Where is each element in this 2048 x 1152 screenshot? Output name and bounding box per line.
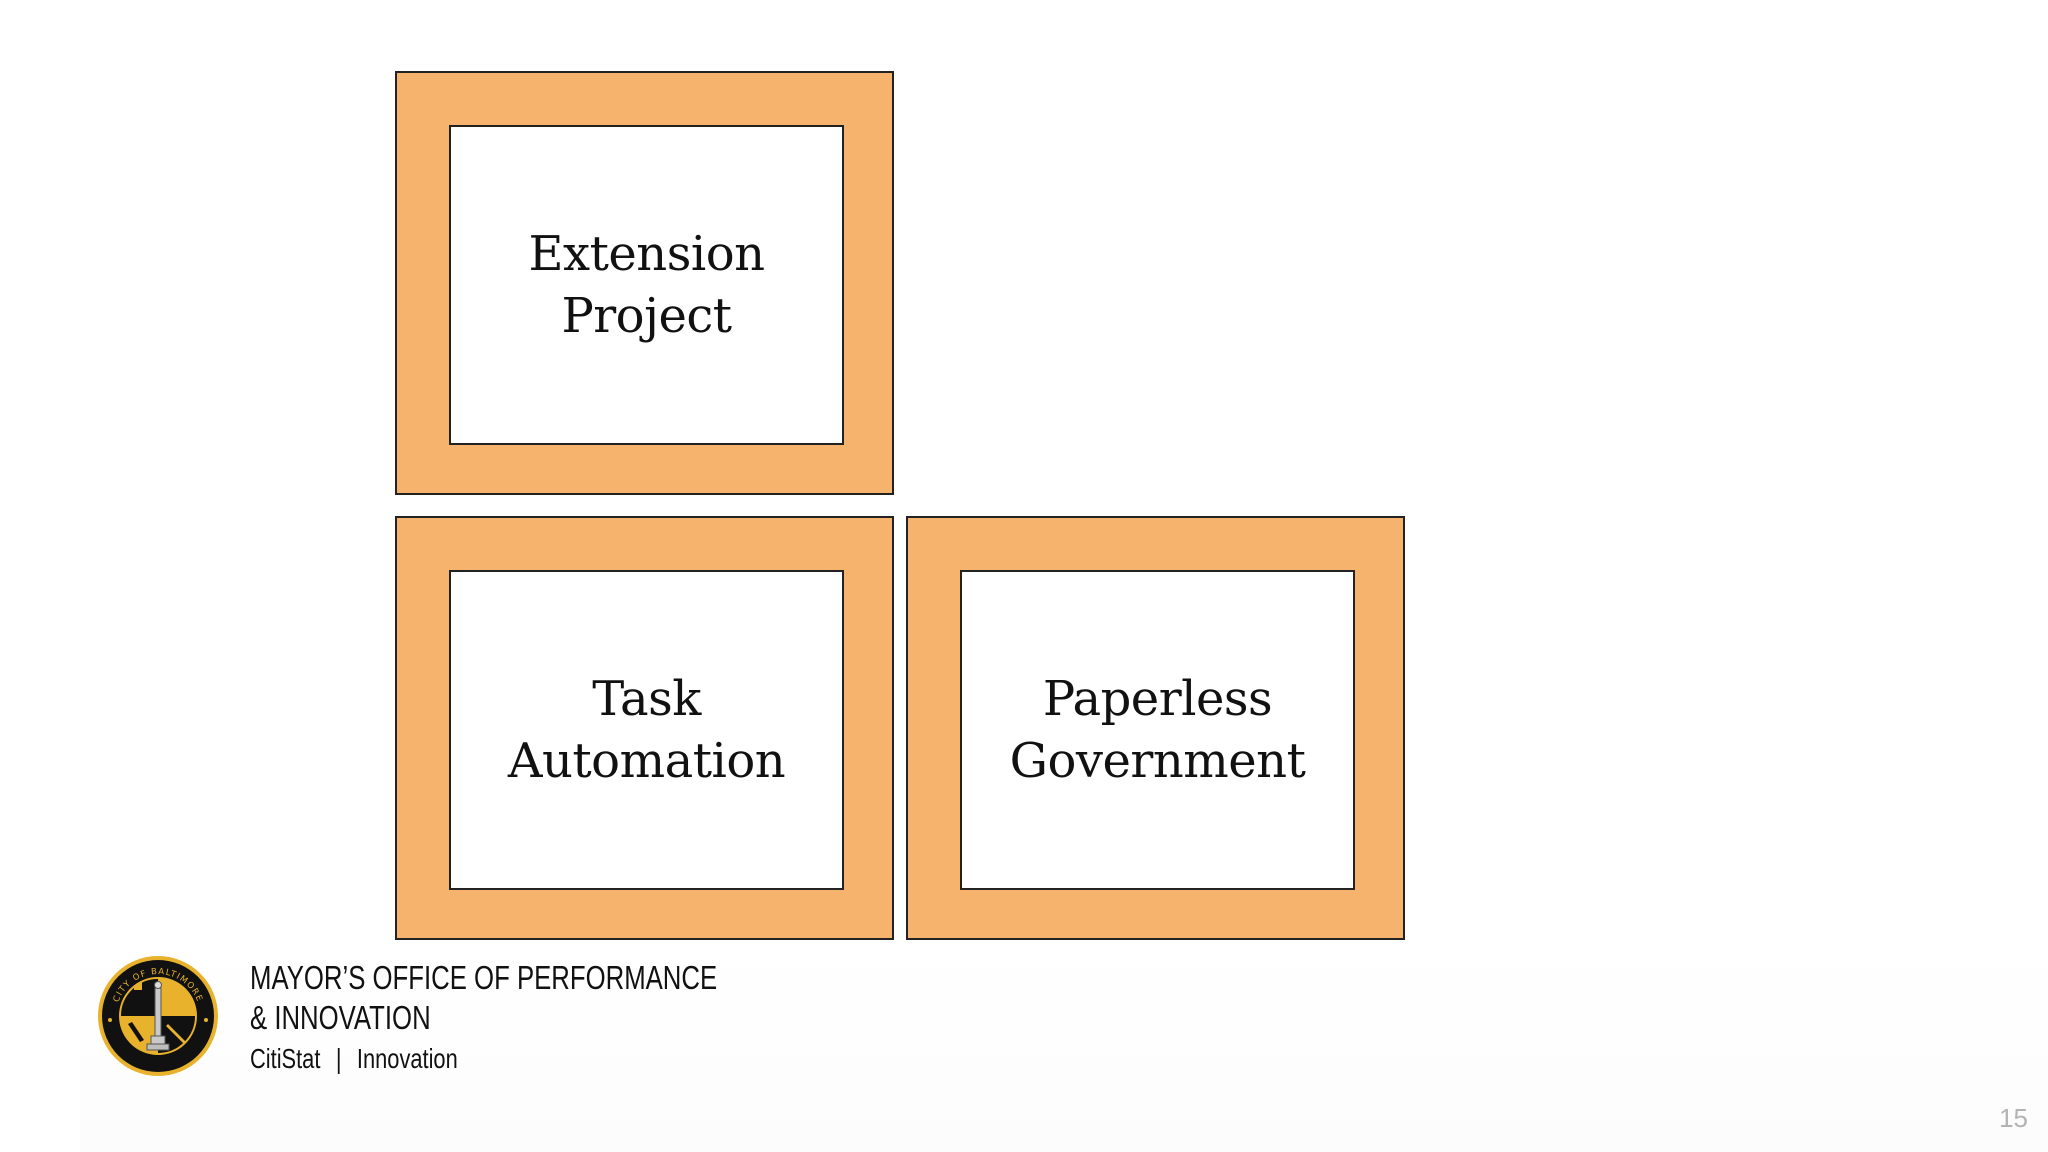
tile-inner: Extension Project <box>449 125 844 445</box>
tile-inner: Paperless Government <box>960 570 1355 890</box>
org-name-line-2: & INNOVATION <box>250 999 431 1036</box>
org-name-block: MAYOR’S OFFICE OF PERFORMANCE & INNOVATI… <box>250 958 849 1078</box>
footer-band <box>80 940 2048 1152</box>
tile-label-line: Paperless <box>1042 671 1273 727</box>
org-name-line-1: MAYOR’S OFFICE OF PERFORMANCE <box>250 959 718 996</box>
monument-icon <box>146 981 170 1051</box>
tile-label-line: Government <box>1009 733 1306 789</box>
tile-task-automation: Task Automation <box>395 516 894 940</box>
subtitle-separator: | <box>335 1043 342 1074</box>
tile-label-line: Automation <box>507 733 786 789</box>
tile-inner: Task Automation <box>449 570 844 890</box>
tile-paperless-government: Paperless Government <box>906 516 1405 940</box>
subtitle-citistat: CitiStat <box>250 1043 321 1074</box>
tile-label-line: Project <box>561 288 732 344</box>
subtitle-innovation: Innovation <box>356 1043 458 1074</box>
tile-label-line: Task <box>592 671 701 727</box>
city-seal-logo: CITY OF BALTIMORE <box>98 956 218 1076</box>
page-number: 15 <box>1999 1103 2028 1133</box>
tile-extension-project: Extension Project <box>395 71 894 495</box>
tile-label-line: Extension <box>528 226 765 282</box>
org-subtitle: CitiStat | Innovation <box>250 1040 717 1078</box>
